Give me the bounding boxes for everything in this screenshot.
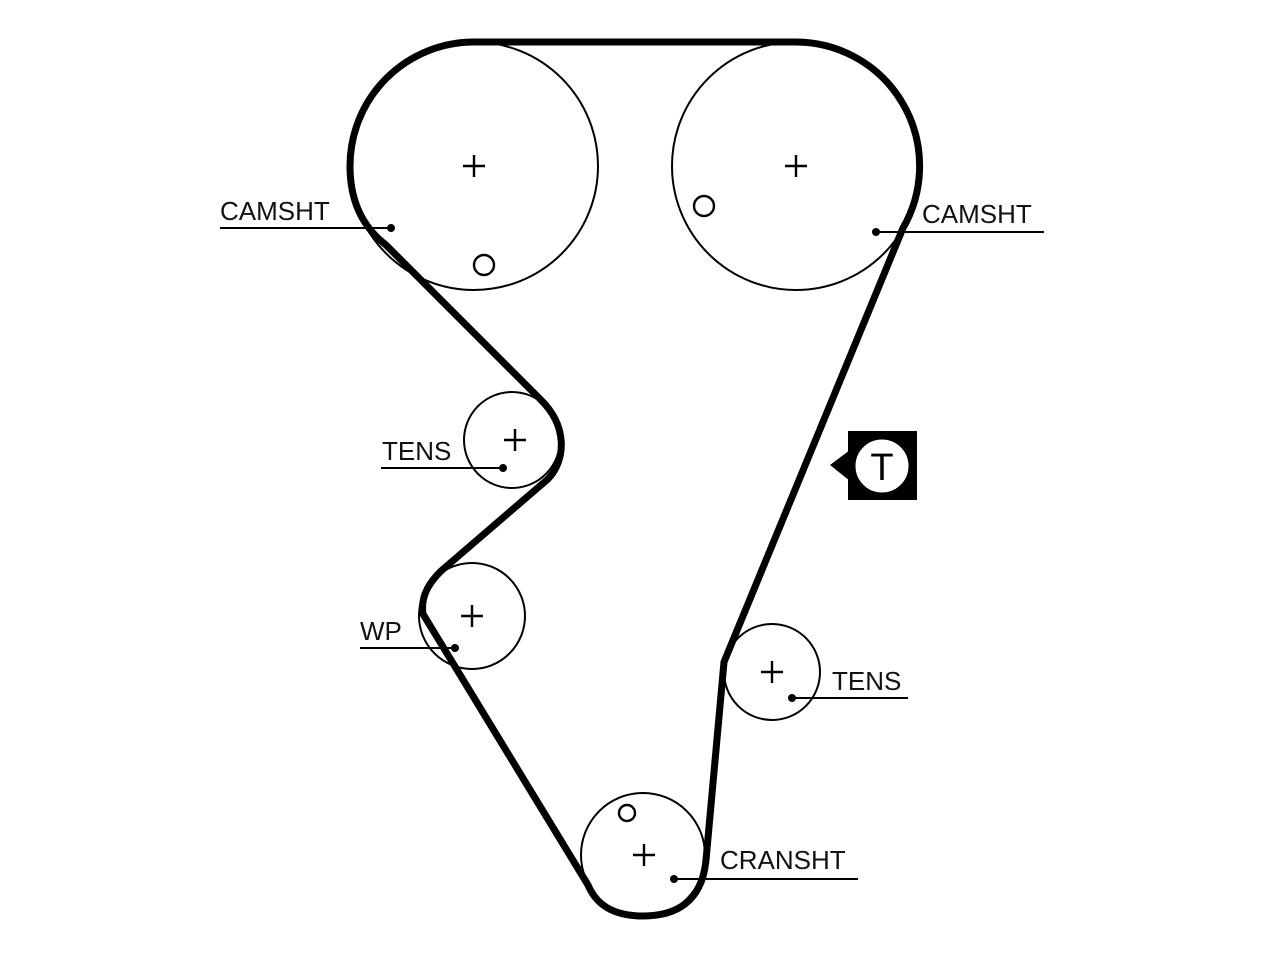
tensioner-lower-label: TENS xyxy=(832,666,901,696)
camshaft-right-label: CAMSHT xyxy=(922,199,1032,229)
camshaft-right-timing-mark-icon xyxy=(692,194,716,218)
crankshaft-leader xyxy=(670,875,858,883)
tension-circle-icon xyxy=(852,436,912,496)
tensioner-upper-label: TENS xyxy=(382,436,451,466)
camshaft-left-label: CAMSHT xyxy=(220,196,330,226)
water-pump-center-icon xyxy=(461,605,483,627)
camshaft-right-leader xyxy=(872,228,1044,236)
tension-indicator: T xyxy=(830,431,917,500)
water-pump-pulley xyxy=(418,562,526,670)
water-pump-label: WP xyxy=(360,616,402,646)
water-pump-leader xyxy=(360,644,459,652)
crankshaft-label: CRANSHT xyxy=(720,845,846,875)
tensioner-lower-center-icon xyxy=(761,661,783,683)
camshaft-left-center-icon xyxy=(463,155,485,177)
camshaft-left-timing-mark-icon xyxy=(472,253,496,277)
tension-pointer-icon xyxy=(830,450,850,481)
camshaft-left-leader xyxy=(220,224,395,232)
tensioner-upper-center-icon xyxy=(504,429,526,451)
crankshaft-timing-mark-icon xyxy=(617,803,637,823)
timing-belt xyxy=(346,38,924,920)
camshaft-right-center-icon xyxy=(785,155,807,177)
tensioner-lower-leader xyxy=(788,694,908,702)
crankshaft-center-icon xyxy=(633,844,655,866)
tension-letter: T xyxy=(870,447,893,489)
tensioner-upper-leader xyxy=(381,464,507,472)
